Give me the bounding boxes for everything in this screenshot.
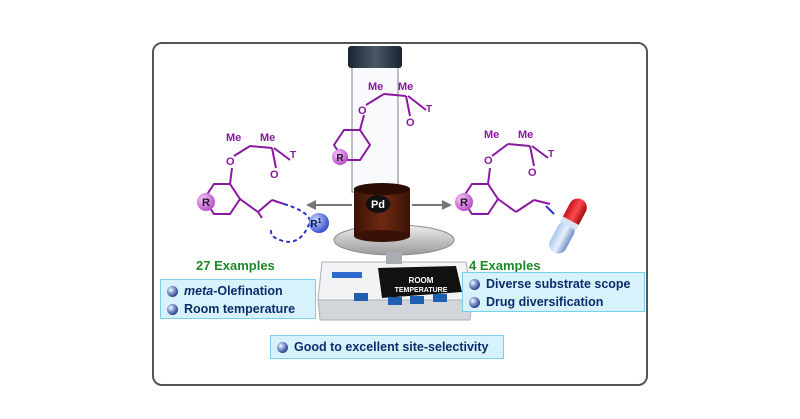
oxygen-label: O	[270, 169, 279, 181]
left-product	[202, 145, 291, 219]
bullet-icon	[167, 285, 178, 297]
meta-prefix: meta	[184, 284, 214, 298]
right-feature-1: Diverse substrate scope	[469, 275, 638, 293]
me-label: Me	[484, 129, 499, 141]
left-examples-count: 27 Examples	[196, 258, 275, 273]
scale-brand-label	[332, 272, 362, 278]
scale-key	[410, 296, 424, 304]
pd-label: Pd	[371, 199, 385, 211]
drug-capsule-icon	[549, 198, 587, 254]
bottom-feature: Good to excellent site-selectivity	[277, 338, 497, 356]
bullet-icon	[167, 303, 178, 315]
vial-cap	[348, 46, 402, 68]
r1-group-ball	[309, 213, 329, 233]
scale-key	[354, 293, 368, 301]
right-feature-2: Drug diversification	[469, 293, 638, 311]
reaction-vial: Pd	[348, 46, 410, 242]
olefination-text: -Olefination	[213, 284, 283, 298]
left-arrow	[306, 200, 352, 210]
r-group-ball	[332, 149, 348, 165]
me-label: Me	[260, 132, 275, 144]
me-label: Me	[398, 81, 413, 93]
bullet-icon	[469, 296, 480, 308]
center-labels: Me Me O O T	[358, 81, 432, 129]
t-label: T	[548, 149, 554, 160]
r-group-ball	[455, 193, 473, 211]
substrate-scope-text: Diverse substrate scope	[486, 277, 631, 291]
pd-badge	[366, 195, 390, 213]
oxygen-label: O	[406, 117, 415, 129]
r-label: R	[336, 153, 344, 164]
right-examples-count: 4 Examples	[469, 258, 541, 273]
bottom-feature-box: Good to excellent site-selectivity	[270, 335, 504, 359]
right-product	[460, 143, 551, 215]
t-label: T	[426, 104, 432, 115]
scale-display-panel: ROOM TEMPERATURE	[378, 266, 462, 298]
display-line-2: TEMPERATURE	[395, 287, 448, 294]
room-temperature-text: Room temperature	[184, 302, 296, 316]
me-label: Me	[226, 132, 241, 144]
site-selectivity-text: Good to excellent site-selectivity	[294, 340, 489, 354]
me-label: Me	[368, 81, 383, 93]
oxygen-label: O	[226, 156, 235, 168]
right-labels: Me Me O O T	[484, 129, 554, 179]
bullet-icon	[469, 278, 480, 290]
oxygen-label: O	[528, 167, 537, 179]
left-feature-2: Room temperature	[167, 300, 309, 318]
bullet-icon	[277, 341, 288, 353]
r-label: R	[460, 197, 468, 209]
left-feature-1: meta-Olefination	[167, 282, 309, 300]
me-label: Me	[518, 129, 533, 141]
display-line-1: ROOM	[409, 276, 434, 285]
oxygen-label: O	[358, 105, 367, 117]
right-arrow	[412, 200, 452, 210]
left-labels: Me Me O O T	[226, 132, 296, 181]
scale-key	[433, 294, 447, 302]
right-features-box: Diverse substrate scope Drug diversifica…	[462, 272, 645, 312]
oxygen-label: O	[484, 155, 493, 167]
t-label: T	[290, 150, 296, 161]
dashed-linker	[270, 203, 312, 243]
r-group-ball	[197, 193, 215, 211]
drug-diversification-text: Drug diversification	[486, 295, 604, 309]
r-label: R	[202, 197, 210, 209]
left-features-box: meta-Olefination Room temperature	[160, 279, 316, 319]
scale-key	[388, 297, 402, 305]
r1-label: R1	[310, 218, 321, 230]
